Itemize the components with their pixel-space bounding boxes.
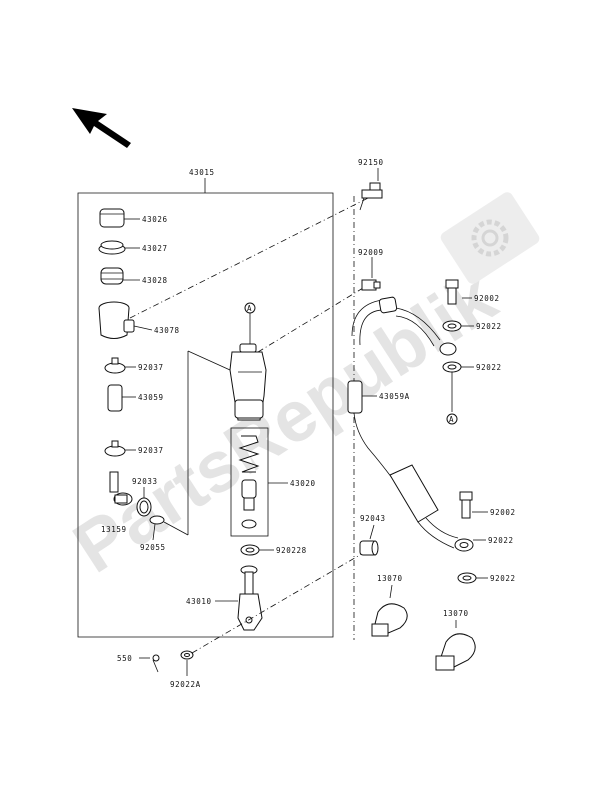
- label-13159: 13159: [101, 525, 127, 534]
- push-rod: 43010: [186, 565, 263, 631]
- label-92022-2: 92022: [476, 363, 502, 372]
- label-92150: 92150: [358, 158, 384, 167]
- label-550: 550: [117, 654, 132, 663]
- label-92055: 92055: [140, 543, 166, 552]
- label-92022-4: 92022: [490, 574, 516, 583]
- bolt-92150: 92150: [358, 158, 384, 211]
- label-92037-lower: 92037: [138, 446, 164, 455]
- clamp-13070-left: 13070: [371, 574, 408, 637]
- label-43027: 43027: [142, 244, 168, 253]
- piston-kit-box: 43020: [230, 427, 316, 537]
- clamp-13070-right: 13070: [435, 609, 476, 671]
- diaphragm: 43028: [100, 267, 168, 285]
- circlip: 92055: [140, 515, 166, 552]
- hose-clamp-lower: 92037: [104, 440, 164, 457]
- label-43028: 43028: [142, 276, 168, 285]
- label-92022-3: 92022: [488, 536, 514, 545]
- label-43020: 43020: [290, 479, 316, 488]
- label-43078: 43078: [154, 326, 180, 335]
- label-43059a: 43059A: [379, 392, 410, 401]
- direction-arrow-icon: [72, 108, 131, 148]
- label-92002-upper: 92002: [474, 294, 500, 303]
- gear-icon: [440, 192, 540, 284]
- label-13070-right: 13070: [443, 609, 469, 618]
- master-cylinder: A: [229, 302, 267, 421]
- label-92037-upper: 92037: [138, 363, 164, 372]
- brake-hose-assembly: 43059A: [347, 296, 474, 552]
- label-43015: 43015: [189, 168, 215, 177]
- bolt-92002-lower: 92002: [459, 491, 516, 519]
- reservoir-tank: 43078: [98, 301, 180, 339]
- washer-92022-3: 92022: [473, 536, 514, 545]
- diaphragm-plate: 43027: [98, 240, 168, 255]
- marker-a-1: A: [247, 304, 252, 313]
- label-43026: 43026: [142, 215, 168, 224]
- hose-joint: 13159: [101, 471, 133, 534]
- bolt-92009: 92009: [358, 248, 384, 291]
- reservoir-hose: 43059: [107, 384, 164, 412]
- leader-lines: [129, 195, 373, 654]
- watermark: PartsRepublik: [60, 192, 540, 588]
- label-92022a-bottom: 92022A: [170, 680, 201, 689]
- washer-92022-4: 92022: [457, 572, 516, 584]
- label-920228: 920228: [276, 546, 307, 555]
- hose-clamp-upper: 92037: [104, 357, 164, 374]
- assembly-bracket: 43015: [77, 168, 334, 638]
- label-92009: 92009: [358, 248, 384, 257]
- label-13070-left: 13070: [377, 574, 403, 583]
- label-92022-1: 92022: [476, 322, 502, 331]
- washer-92022a: 92022A: [170, 650, 201, 689]
- washer-92022-2: 92022 A: [442, 361, 502, 425]
- marker-a-2: A: [449, 415, 454, 424]
- reservoir-cap: 43026: [99, 208, 168, 228]
- collar-92043: 92043: [359, 514, 386, 556]
- cotter-pin: 550: [117, 654, 160, 673]
- o-ring: 92033: [132, 477, 158, 517]
- label-92043: 92043: [360, 514, 386, 523]
- connector-lines-left: [163, 350, 231, 536]
- label-43010: 43010: [186, 597, 212, 606]
- bolt-92002-upper: 92002: [445, 279, 500, 305]
- label-92002-lower: 92002: [490, 508, 516, 517]
- washer-92022-1: 92022: [442, 320, 502, 332]
- washer-92022: 920228: [240, 544, 307, 556]
- label-43059: 43059: [138, 393, 164, 402]
- label-92033: 92033: [132, 477, 158, 486]
